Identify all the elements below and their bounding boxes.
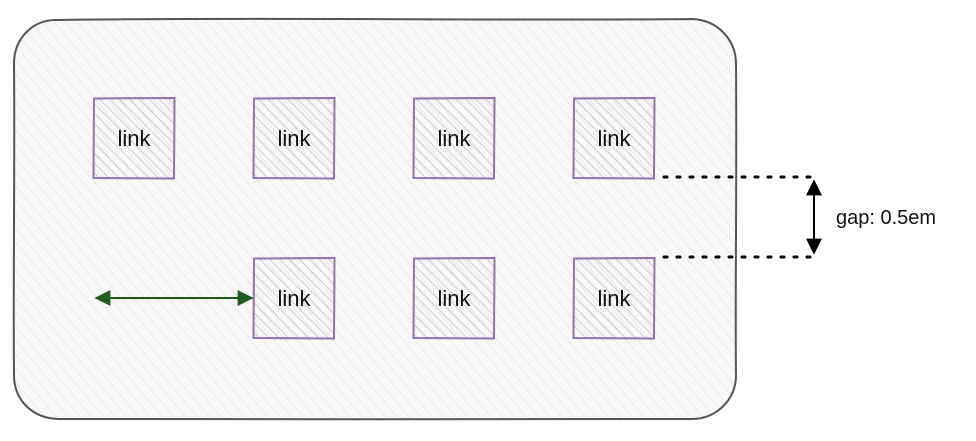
flex-container (12, 17, 738, 421)
link-label: link (277, 286, 311, 311)
link-label: link (437, 286, 471, 311)
links-layer: link link link link link link link (92, 96, 656, 340)
link-label: link (277, 126, 311, 151)
link-label: link (437, 126, 471, 151)
link-label: link (117, 126, 151, 151)
link-label: link (597, 126, 631, 151)
link-box: link (92, 96, 176, 180)
link-box: link (572, 256, 656, 340)
gap-dimension: gap: 0.5em (662, 175, 936, 259)
link-box: link (252, 96, 336, 180)
gap-label: gap: 0.5em (836, 207, 936, 229)
link-box: link (412, 256, 496, 340)
link-box: link (252, 256, 336, 340)
link-box: link (572, 96, 656, 180)
link-label: link (597, 286, 631, 311)
link-box: link (412, 96, 496, 180)
